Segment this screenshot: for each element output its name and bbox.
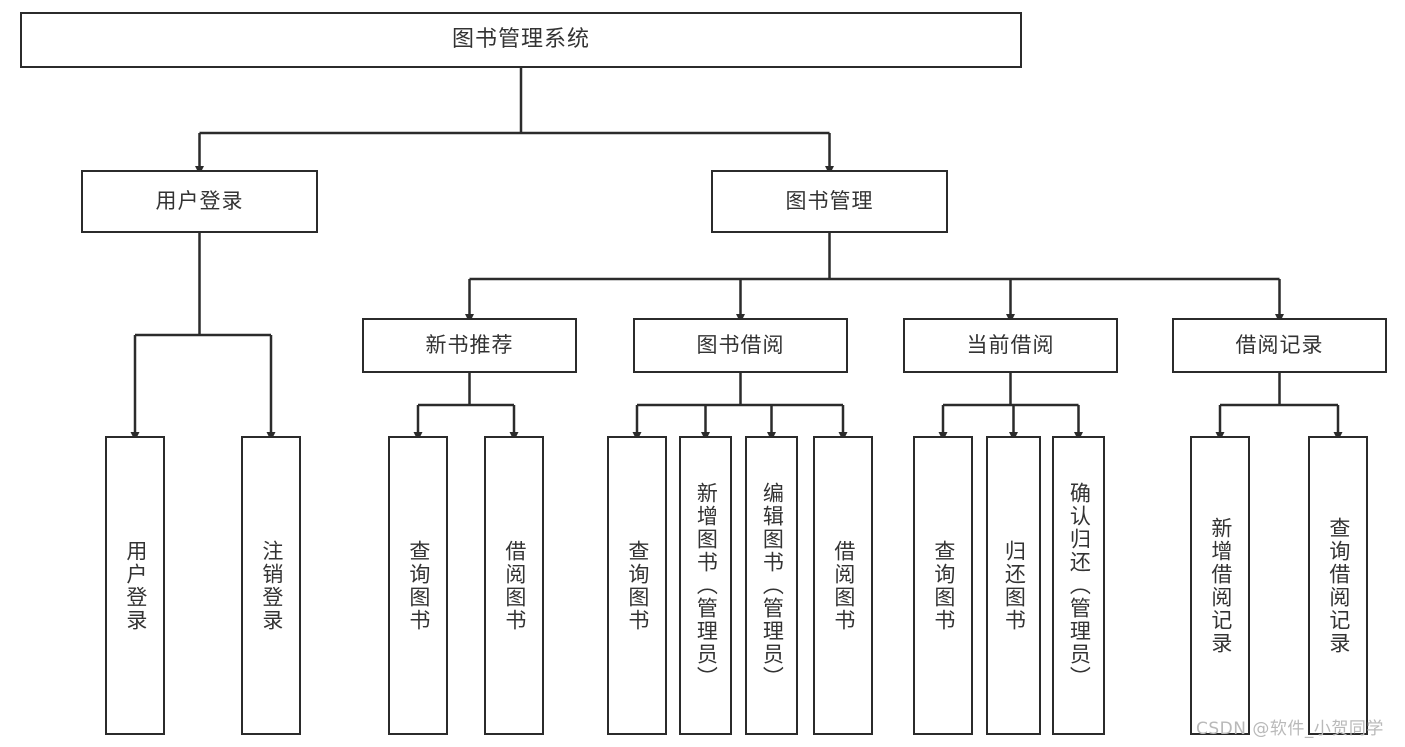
node-borrow-record[interactable]: 借阅记录: [1172, 318, 1387, 373]
node-label-borrow-record: 借阅记录: [1235, 332, 1324, 357]
node-label-leaf-borrow-book-1: 借阅图书: [502, 539, 527, 632]
node-label-leaf-query-book-1: 查询图书: [406, 539, 431, 632]
node-label-leaf-query-borrow-record: 查询借阅记录: [1326, 516, 1351, 655]
node-leaf-borrow-book-1[interactable]: 借阅图书: [484, 436, 544, 735]
node-leaf-edit-book-admin[interactable]: 编辑图书（管理员）: [745, 436, 798, 735]
node-leaf-query-book-3[interactable]: 查询图书: [913, 436, 973, 735]
node-leaf-confirm-return-admin[interactable]: 确认归还（管理员）: [1052, 436, 1105, 735]
node-label-book-manage: 图书管理: [785, 188, 874, 213]
node-label-leaf-logout: 注销登录: [259, 539, 284, 632]
node-label-current-borrow: 当前借阅: [966, 332, 1055, 357]
node-label-book-borrow: 图书借阅: [696, 332, 785, 357]
node-label-leaf-confirm-return-admin: 确认归还（管理员）: [1067, 482, 1092, 689]
node-leaf-add-book-admin[interactable]: 新增图书（管理员）: [679, 436, 732, 735]
node-leaf-query-borrow-record[interactable]: 查询借阅记录: [1308, 436, 1368, 735]
node-label-leaf-query-book-2: 查询图书: [625, 539, 650, 632]
node-leaf-query-book-2[interactable]: 查询图书: [607, 436, 667, 735]
node-leaf-return-book[interactable]: 归还图书: [986, 436, 1041, 735]
node-label-root: 图书管理系统: [451, 26, 590, 52]
node-label-leaf-add-book-admin: 新增图书（管理员）: [694, 482, 719, 689]
node-label-leaf-edit-book-admin: 编辑图书（管理员）: [760, 482, 785, 689]
node-label-leaf-query-book-3: 查询图书: [931, 539, 956, 632]
node-root[interactable]: 图书管理系统: [20, 12, 1022, 68]
node-new-book-recommend[interactable]: 新书推荐: [362, 318, 577, 373]
watermark-label: CSDN @软件_小贺同学: [1196, 719, 1384, 739]
node-leaf-add-borrow-record[interactable]: 新增借阅记录: [1190, 436, 1250, 735]
node-label-user-login: 用户登录: [155, 188, 244, 213]
node-label-leaf-add-borrow-record: 新增借阅记录: [1208, 516, 1233, 655]
node-current-borrow[interactable]: 当前借阅: [903, 318, 1118, 373]
node-label-new-book-recommend: 新书推荐: [425, 332, 514, 357]
node-leaf-borrow-book-2[interactable]: 借阅图书: [813, 436, 873, 735]
node-label-leaf-return-book: 归还图书: [1002, 539, 1027, 632]
node-book-borrow[interactable]: 图书借阅: [633, 318, 848, 373]
node-leaf-logout[interactable]: 注销登录: [241, 436, 301, 735]
node-leaf-user-login[interactable]: 用户登录: [105, 436, 165, 735]
node-book-manage[interactable]: 图书管理: [711, 170, 948, 233]
edges-group: [130, 68, 1343, 441]
node-label-leaf-borrow-book-2: 借阅图书: [831, 539, 856, 632]
node-user-login[interactable]: 用户登录: [81, 170, 318, 233]
node-label-leaf-user-login: 用户登录: [123, 539, 148, 632]
node-leaf-query-book-1[interactable]: 查询图书: [388, 436, 448, 735]
